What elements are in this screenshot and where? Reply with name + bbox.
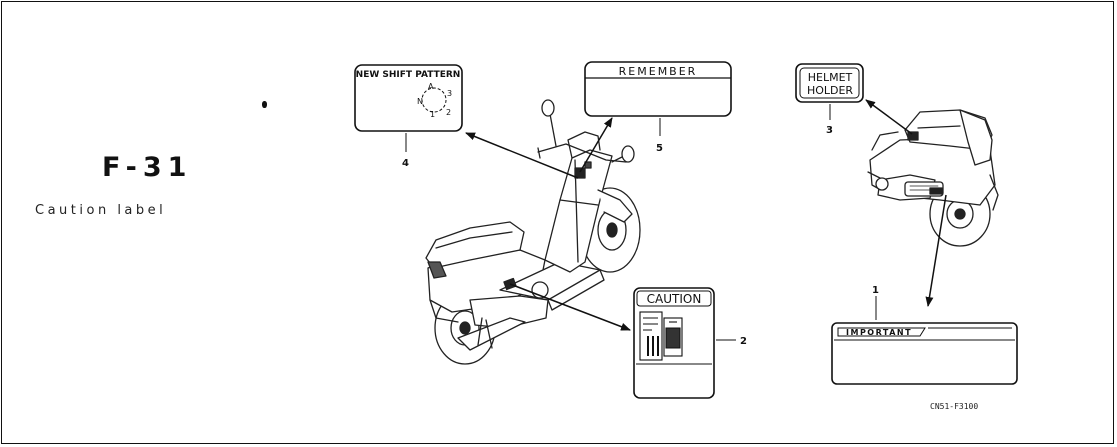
important-title: IMPORTANT xyxy=(846,328,912,337)
shift-pattern-label: NEW SHIFT PATTERN A N 3 1 2 4 xyxy=(354,64,463,169)
caution-pictogram xyxy=(639,311,683,361)
shift-pos-2: 2 xyxy=(446,108,451,117)
arrow-to-shift-label xyxy=(465,132,579,179)
figure-code: F-31 xyxy=(102,152,193,183)
scooter-main-illustration xyxy=(425,99,641,365)
callout-4: 4 xyxy=(402,158,409,169)
caution-label: CAUTION 2 xyxy=(633,287,747,399)
callout-1: 1 xyxy=(872,285,879,296)
helmet-holder-line1: HELMET xyxy=(808,71,853,84)
callout-2: 2 xyxy=(740,336,747,347)
remember-label: REMEMBER 5 xyxy=(584,61,732,154)
arrow-to-important-label xyxy=(925,194,947,307)
leader-arrows xyxy=(465,99,947,331)
arrow-to-caution-label xyxy=(509,283,631,331)
scooter-rear-illustration xyxy=(867,109,999,247)
shift-pos-a: A xyxy=(428,82,434,91)
callout-3: 3 xyxy=(826,125,833,136)
shift-pos-1: 1 xyxy=(430,110,435,119)
callout-5: 5 xyxy=(656,143,663,154)
shift-pos-3: 3 xyxy=(447,89,452,98)
arrow-to-remember-label xyxy=(579,117,613,173)
remember-title: REMEMBER xyxy=(619,65,698,78)
ink-dot xyxy=(262,101,267,108)
arrow-to-helmet-label xyxy=(865,99,913,135)
helmet-holder-label: HELMET HOLDER 3 xyxy=(795,63,864,136)
helmet-holder-line2: HOLDER xyxy=(807,84,853,97)
drawing-number: CN51-F3100 xyxy=(930,402,978,411)
shift-pattern-title: NEW SHIFT PATTERN xyxy=(356,70,461,80)
caution-title: CAUTION xyxy=(647,292,702,306)
shift-pos-n: N xyxy=(417,97,423,106)
important-label: IMPORTANT 1 xyxy=(831,285,1018,385)
figure-description: Caution label xyxy=(35,203,167,218)
